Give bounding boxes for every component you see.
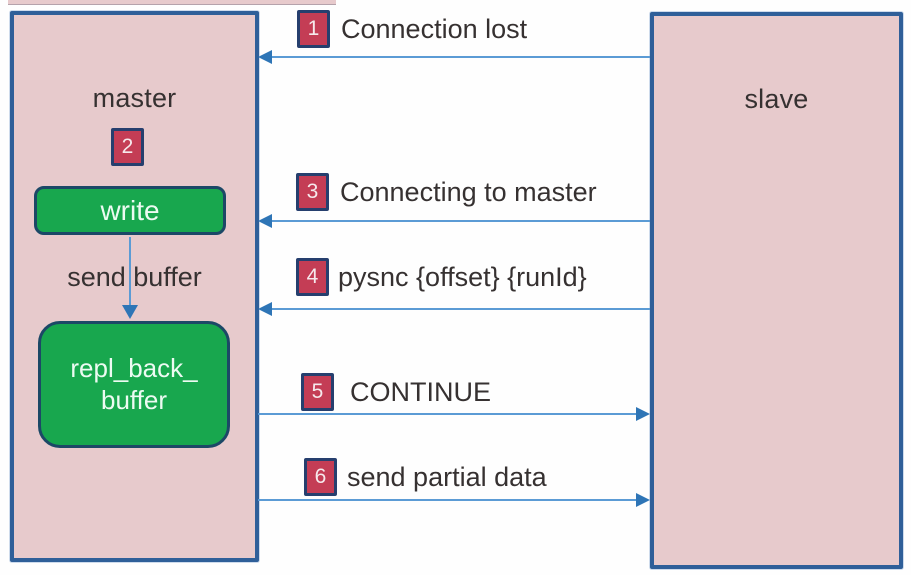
cropped-box-artifact [8,0,336,5]
message-6-badge: 6 [304,458,337,496]
write-box-label: write [100,194,160,226]
master-node-label: master [92,83,177,113]
repl-back-buffer-label-line2: buffer [100,384,167,415]
send-buffer-label: send buffer [67,262,202,292]
message-1-arrowhead-left-icon [258,50,272,64]
message-6-arrow-line [258,499,636,501]
message-4-arrow-line [272,308,650,310]
message-4-badge: 4 [296,258,329,296]
message-1-label: Connection lost [341,14,528,44]
message-4-number: 4 [306,265,319,288]
message-5-label: CONTINUE [350,377,491,407]
message-6-label: send partial data [347,462,547,492]
message-1-arrow-line [272,56,650,58]
message-1-number: 1 [307,17,320,40]
write-to-buffer-arrow-line [129,237,131,307]
slave-node-label: slave [744,84,809,114]
message-3-arrow-line [272,220,650,222]
message-4-arrowhead-left-icon [258,302,272,316]
message-5-arrow-line [258,413,636,415]
write-box: write [34,186,226,235]
message-3-arrowhead-left-icon [258,214,272,228]
message-3-number: 3 [306,180,319,203]
message-4-label: pysnc {offset} {runId} [338,262,587,292]
message-5-badge: 5 [301,373,334,411]
step-badge-2: 2 [111,128,144,166]
message-5-arrowhead-right-icon [636,407,650,421]
message-6-arrowhead-right-icon [636,493,650,507]
message-3-label: Connecting to master [340,177,597,207]
message-3-badge: 3 [296,173,329,211]
step-badge-2-number: 2 [121,135,134,158]
repl-back-buffer-label-line1: repl_back_ [70,352,198,383]
message-6-number: 6 [314,465,327,488]
master-node-box [10,11,259,562]
message-1-badge: 1 [297,10,330,48]
slave-node-box [650,12,903,569]
write-to-buffer-arrowhead-icon [122,305,138,319]
message-5-number: 5 [311,380,324,403]
repl-back-buffer-box: repl_back_ buffer [38,321,230,448]
